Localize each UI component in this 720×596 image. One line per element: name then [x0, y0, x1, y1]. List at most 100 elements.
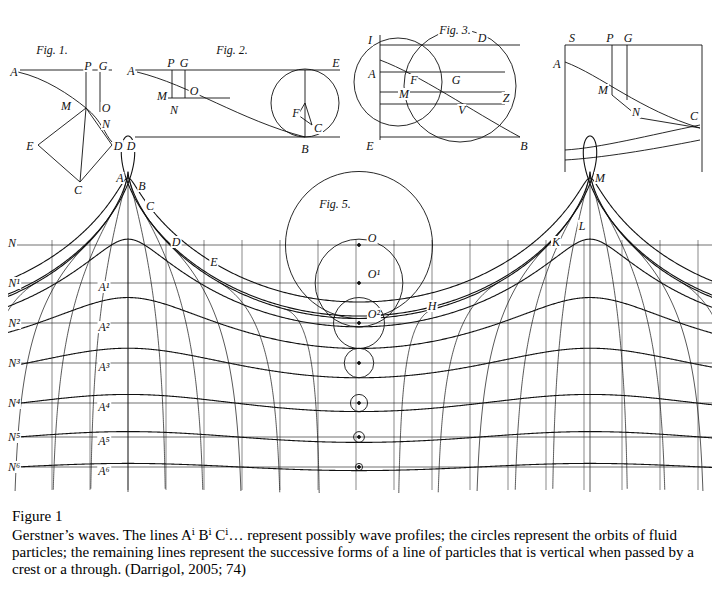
figure-label: E [331, 57, 340, 69]
figure-label: E [365, 140, 374, 152]
figure-label: A⁴ [97, 401, 111, 413]
grid-line [52, 240, 53, 490]
level-line [8, 467, 712, 468]
figure-label: A [367, 68, 376, 80]
figure-label: N [101, 118, 111, 130]
particle-line [590, 172, 591, 492]
particle-line [632, 245, 703, 491]
particle-line [284, 309, 319, 493]
particle-line [515, 208, 576, 489]
grid-line [356, 240, 357, 490]
wave-profile [8, 239, 712, 327]
figure-label: H [427, 300, 438, 312]
level-line [8, 437, 712, 438]
figure-label: B [519, 140, 528, 152]
particle-line [399, 309, 434, 493]
figure-label: E [25, 140, 34, 152]
figure-label: N³ [7, 357, 21, 369]
figure-label: O [101, 102, 112, 114]
wave-profile [8, 394, 712, 411]
figure-label: Fig. 5. [318, 198, 352, 210]
particle-line [553, 181, 588, 488]
figure-label: P [605, 32, 614, 44]
figure-label: M [398, 88, 410, 100]
figure-label: F [409, 74, 418, 86]
wave-profile [8, 348, 712, 378]
figure-label: D [171, 236, 182, 248]
orbit-centre [358, 244, 361, 247]
figure-label: A [126, 65, 135, 77]
level-line [8, 363, 712, 364]
particle-line [218, 282, 279, 493]
figure-label: B [300, 143, 309, 155]
figure-label: Fig. 1. [35, 44, 69, 56]
grid-line [90, 240, 91, 490]
figure-label: E [209, 256, 218, 268]
figure-label: Fig. 2. [215, 44, 249, 56]
figure-label: B [137, 180, 146, 192]
figure-label: V [457, 104, 466, 116]
figure-label: A [9, 66, 18, 78]
grid-line [204, 240, 205, 490]
orbit-circle [355, 463, 362, 470]
orbit-circle [344, 348, 374, 378]
particle-line [592, 181, 627, 488]
figure-label: N⁶ [7, 461, 21, 473]
orbit-centre [358, 322, 361, 325]
orbit-centre [358, 436, 361, 439]
orbit-circle [285, 171, 432, 318]
wave-profile [8, 463, 712, 470]
grid-line [394, 240, 395, 490]
figure-label: A [552, 58, 561, 70]
wave-profile [8, 298, 712, 349]
gerstner-waves [8, 136, 712, 493]
fig3-circle [354, 38, 442, 126]
figure-label: C [145, 200, 155, 212]
figure-label: A⁶ [97, 465, 111, 477]
figure-label: A² [98, 321, 111, 333]
figure-label: O² [367, 308, 381, 320]
fig4-line [612, 45, 700, 128]
particle-line [91, 181, 126, 488]
particle-line [130, 181, 165, 488]
orbit-circle [354, 432, 365, 443]
particle-line [170, 245, 241, 491]
particle-line [141, 208, 202, 489]
figure-label: O [189, 85, 200, 97]
grid-line [432, 240, 433, 490]
figure-label: G [623, 32, 634, 44]
orbit-centre [358, 282, 361, 285]
grid-line [546, 240, 547, 490]
figure-label: N⁴ [7, 397, 21, 409]
figure-label: P [166, 57, 175, 69]
particle-line [603, 208, 664, 489]
grid-line [280, 240, 281, 490]
particle-line [477, 245, 548, 491]
figure-label: A¹ [98, 281, 111, 293]
particle-line [128, 172, 129, 492]
fig1-curve [18, 72, 112, 142]
fig3-line [380, 45, 520, 104]
figure-label: O¹ [367, 268, 381, 280]
figure-label: L [578, 220, 587, 232]
orbit-circle [334, 298, 385, 349]
orbit-centre [358, 466, 361, 469]
fig2-curve [137, 72, 305, 137]
fig1-diamond [38, 108, 112, 182]
wave-profile [8, 136, 712, 316]
particle-line [438, 282, 499, 493]
particle-line [53, 208, 114, 489]
figure-caption: Gerstner’s waves. The lines Aⁱ Bⁱ Cⁱ… re… [12, 527, 712, 578]
small-figures [18, 30, 702, 182]
fig4-curve [565, 62, 700, 128]
figure-label: O [367, 232, 378, 244]
orbit-circle [350, 394, 367, 411]
fig1-line [86, 70, 87, 108]
figure-label: N¹ [7, 277, 21, 289]
particle-line [15, 245, 86, 491]
figure-label: N² [7, 317, 21, 329]
orbit-centre [358, 402, 361, 405]
fig1-line [80, 108, 86, 182]
figure-label: F [291, 107, 300, 119]
